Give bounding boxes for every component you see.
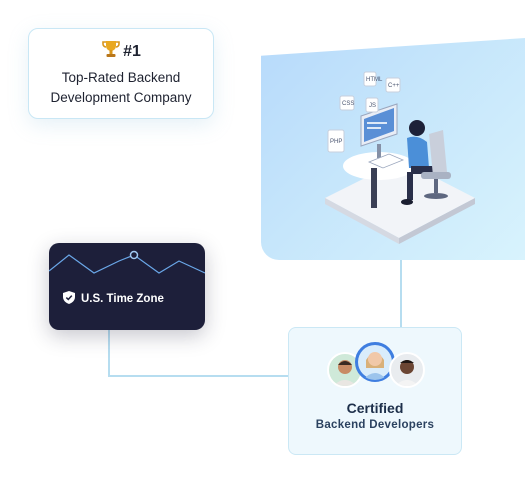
connector-horizontal [108,375,290,377]
connector-vertical-right [400,260,402,328]
certified-developers-card: Certified Backend Developers [288,327,462,455]
rank-row: #1 [29,39,213,64]
shield-check-icon [63,291,75,307]
wave-decoration [49,250,205,274]
timezone-card: U.S. Time Zone [49,243,205,330]
connector-vertical-left [108,330,110,376]
tag-cpp: C++ [388,83,400,89]
certified-title: Certified [346,400,404,416]
tag-js: JS [369,103,376,109]
trophy-icon [101,39,121,64]
rated-line-2: Development Company [50,90,192,105]
rated-line-1: Top-Rated Backend [61,70,181,85]
tag-php: PHP [330,139,342,145]
avatar-developer-2 [355,342,395,382]
rank-number: #1 [123,42,141,60]
certified-subtitle: Backend Developers [315,419,435,431]
tag-css: CSS [342,101,354,107]
developer-illustration: HTML CSS JS C++ PHP [261,38,525,260]
top-rated-card: #1 Top-Rated Backend Development Company [28,28,214,119]
timezone-label: U.S. Time Zone [81,293,164,305]
avatar-developer-3 [389,352,425,388]
tag-html: HTML [366,77,383,83]
